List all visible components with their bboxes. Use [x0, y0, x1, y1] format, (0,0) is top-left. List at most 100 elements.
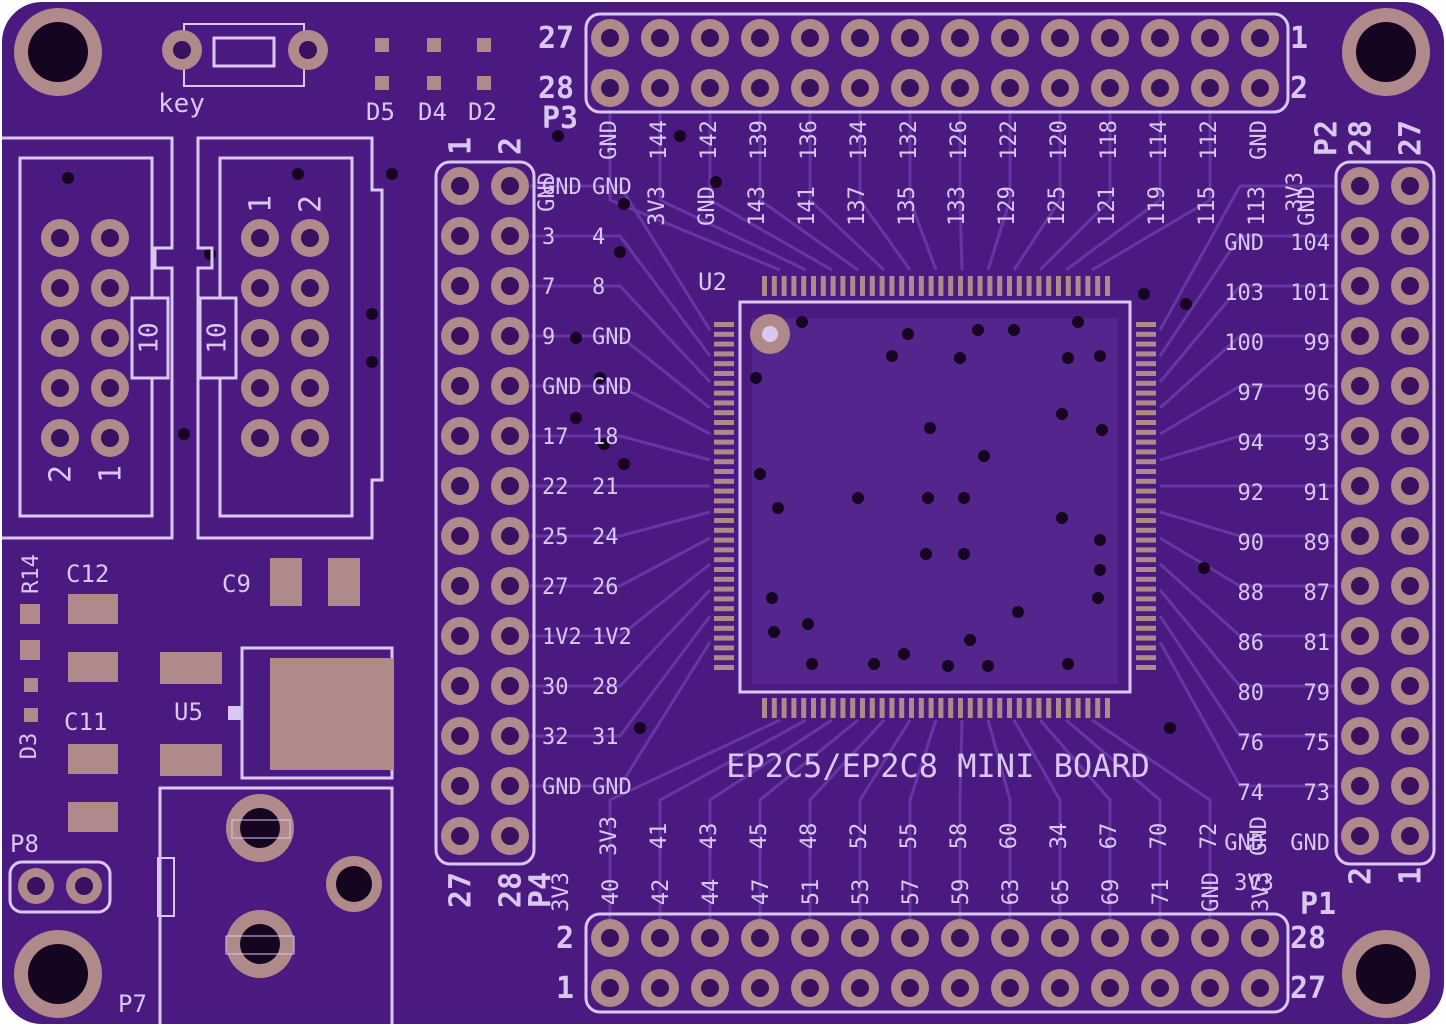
r14-label: R14: [19, 554, 44, 594]
header-p4-pin-hole: [451, 677, 469, 695]
chip-pin: [1046, 276, 1052, 296]
chip-pin: [918, 276, 924, 296]
header-p3-pin-hole: [851, 79, 869, 97]
fpga-chip-pins: [714, 276, 1156, 718]
via: [292, 168, 304, 180]
right-header-label: GND: [1224, 231, 1264, 256]
bottom-header-label: 59: [949, 879, 974, 906]
chip-pin: [1136, 390, 1156, 396]
d2-label: D2: [468, 98, 497, 126]
trace: [1158, 589, 1336, 688]
header-p1-pin-hole: [601, 929, 619, 947]
header-p3-pin-hole: [1001, 29, 1019, 47]
header-p2-pin-hole: [1351, 527, 1369, 545]
header-p2-pin-hole: [1351, 827, 1369, 845]
via: [972, 324, 984, 336]
chip-pin: [1136, 488, 1156, 494]
d3-label: D3: [17, 733, 42, 760]
left-header-label: 1V2: [592, 625, 632, 650]
chip-pin: [801, 698, 807, 718]
bottom-header-label: 44: [699, 879, 724, 906]
header-p4-pin-hole: [501, 477, 519, 495]
via: [978, 450, 990, 462]
c11-label: C11: [64, 708, 107, 736]
idc-left-pin-hole: [101, 429, 119, 447]
via: [922, 492, 934, 504]
bottom-header-label: 3V3: [597, 816, 622, 856]
header-p3-pin-hole: [751, 29, 769, 47]
p4-pin1-label: 1: [444, 137, 479, 155]
chip-pin: [714, 537, 734, 543]
idc-right-pin-hole: [301, 279, 319, 297]
fpga-chip-u2: [738, 300, 1132, 694]
mounting-hole-drill: [28, 944, 88, 1004]
top-header-label: 126: [947, 120, 972, 160]
top-header-label: 134: [847, 120, 872, 160]
idc-left-label-1: 1: [94, 465, 129, 483]
header-p3-pin-hole: [651, 79, 669, 97]
chip-pin: [1056, 276, 1061, 296]
top-header-label: 114: [1147, 120, 1172, 160]
chip-pin: [714, 616, 734, 621]
chip-pin: [1026, 698, 1032, 718]
idc-right-pin-hole: [251, 329, 269, 347]
header-p1-pin-hole: [751, 979, 769, 997]
header-p2-pin-hole: [1401, 777, 1419, 795]
led-pad: [427, 38, 441, 52]
header-p3-pin-hole: [701, 79, 719, 97]
right-header-label: 93: [1304, 431, 1331, 456]
chip-pin: [1136, 380, 1156, 386]
left-header-label: 22: [542, 475, 569, 500]
led-pad: [477, 38, 491, 52]
top-header-label: 133: [945, 186, 970, 226]
chip-pin: [869, 276, 875, 296]
chip-pin: [1016, 698, 1022, 718]
header-p4-pin-hole: [451, 427, 469, 445]
trace: [908, 110, 938, 271]
header-p1-pin-hole: [1001, 979, 1019, 997]
chip-pin: [714, 488, 734, 494]
led-pad: [477, 76, 491, 90]
bottom-header-label: 72: [1197, 823, 1222, 850]
top-header-label: 115: [1195, 186, 1220, 226]
chip-pin: [714, 341, 734, 347]
chip-pin: [958, 276, 963, 296]
trace: [608, 718, 781, 920]
header-p1-pin-hole: [651, 979, 669, 997]
idc-right-pin-hole: [251, 429, 269, 447]
chip-pin: [762, 276, 767, 296]
resistor-left-body: [130, 296, 170, 380]
header-p4-outline: [434, 160, 536, 866]
right-header-label: 94: [1238, 431, 1265, 456]
left-header-label: GND: [542, 175, 582, 200]
right-header-label: 80: [1238, 681, 1265, 706]
header-p1-pin-hole: [1001, 929, 1019, 947]
chip-pin: [879, 276, 885, 296]
left-header-label: 24: [592, 525, 619, 550]
left-header-label: 17: [542, 425, 569, 450]
leds: [375, 38, 491, 90]
top-header-label: 135: [895, 186, 920, 226]
trace: [1038, 719, 1112, 920]
header-p2-pin-hole: [1351, 277, 1369, 295]
chip-pin: [958, 698, 963, 718]
header-p2-pin-hole: [1401, 627, 1419, 645]
header-p1-pin-hole: [951, 929, 969, 947]
right-header-label: 79: [1304, 681, 1331, 706]
header-p3-pin-hole: [951, 29, 969, 47]
right-header-label: 75: [1304, 731, 1331, 756]
p3-label: P3: [542, 101, 578, 136]
header-p3-pin-hole: [1001, 79, 1019, 97]
top-header-label: 143: [745, 186, 770, 226]
via: [178, 428, 190, 440]
trace: [958, 719, 964, 920]
header-p1-pin-hole: [801, 979, 819, 997]
top-header-label: GND: [1295, 186, 1320, 226]
right-header-label: 99: [1304, 331, 1331, 356]
chip-pin: [987, 698, 993, 718]
p8-label: P8: [10, 830, 39, 858]
chip-pin: [714, 576, 734, 582]
right-header-label: 74: [1238, 781, 1265, 806]
header-p2-pin-hole: [1401, 177, 1419, 195]
